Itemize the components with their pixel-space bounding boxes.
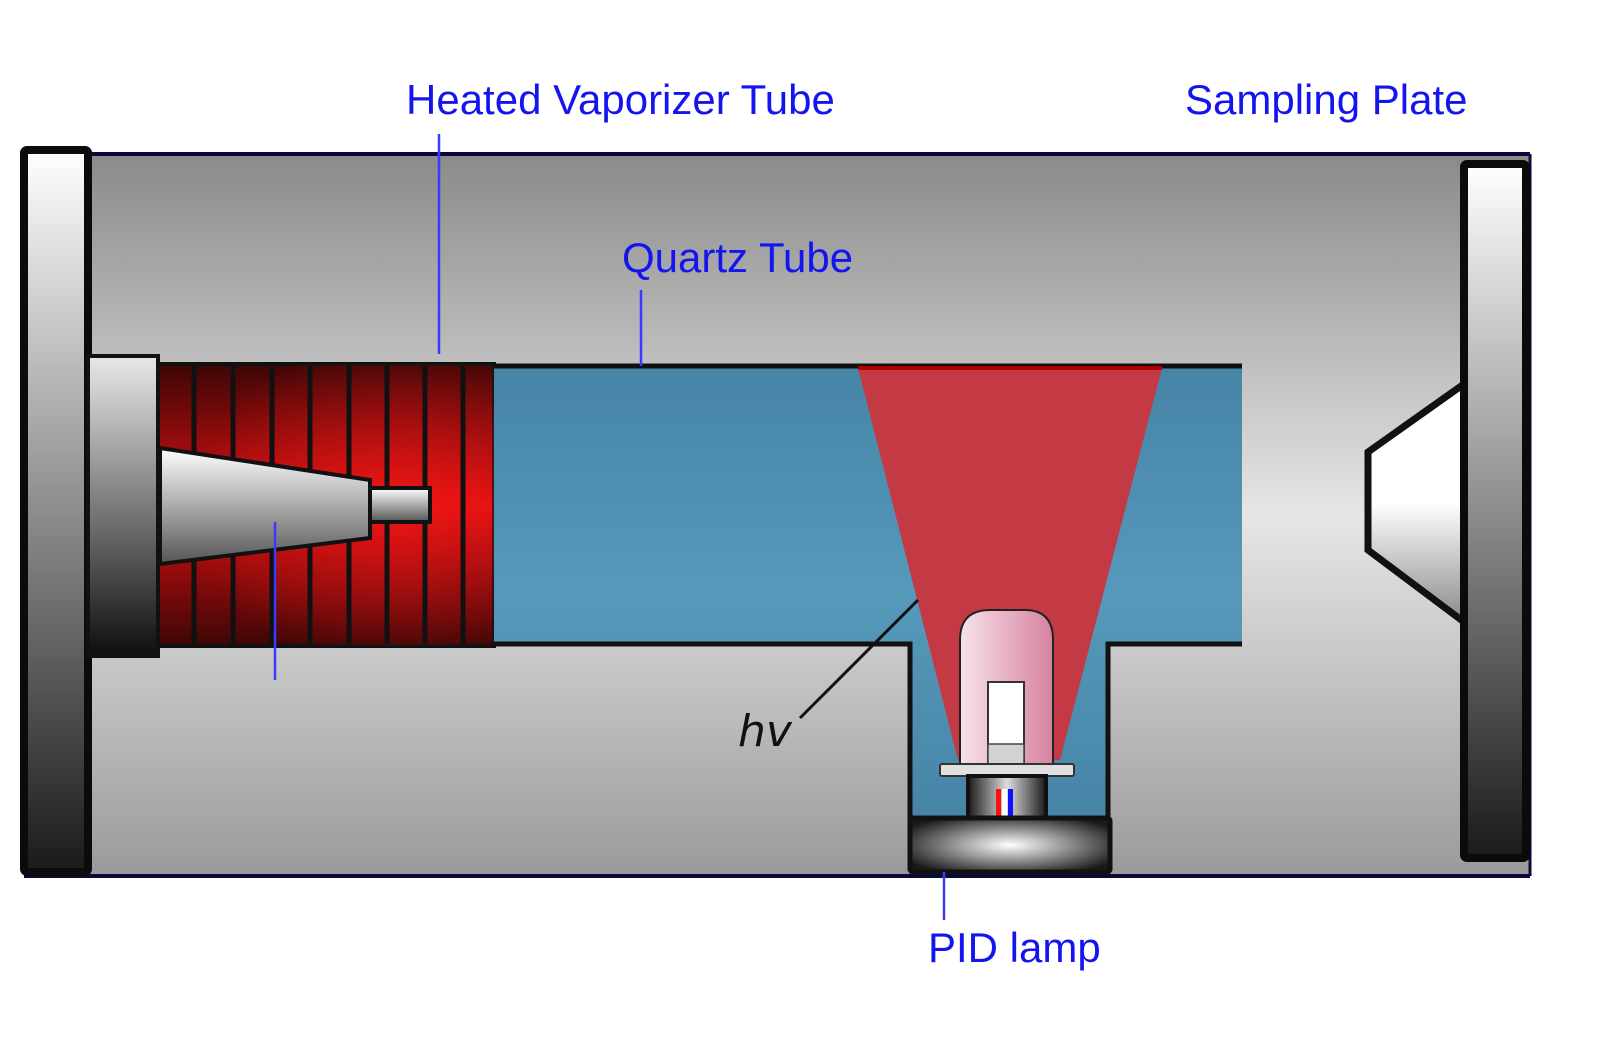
lamp-base: [907, 815, 1113, 875]
left-end-plate: [20, 146, 92, 876]
label-pid-lamp: PID lamp: [928, 924, 1101, 971]
leader-lines: [273, 134, 946, 920]
pid-lamp: [907, 609, 1113, 875]
vaporizer-flange: [86, 354, 160, 658]
label-heated-vaporizer-tube: Heated Vaporizer Tube: [406, 76, 835, 123]
hv-leader-line: [798, 598, 920, 720]
uv-beam: [858, 368, 1162, 760]
inlet-nozzle: [368, 486, 432, 524]
sampling-plate: [1364, 160, 1530, 862]
label-sampling-plate: Sampling Plate: [1185, 76, 1468, 123]
inlet-cone: [158, 445, 372, 567]
label-quartz-tube: Quartz Tube: [622, 234, 853, 281]
label-photon-energy: hv: [738, 706, 793, 757]
